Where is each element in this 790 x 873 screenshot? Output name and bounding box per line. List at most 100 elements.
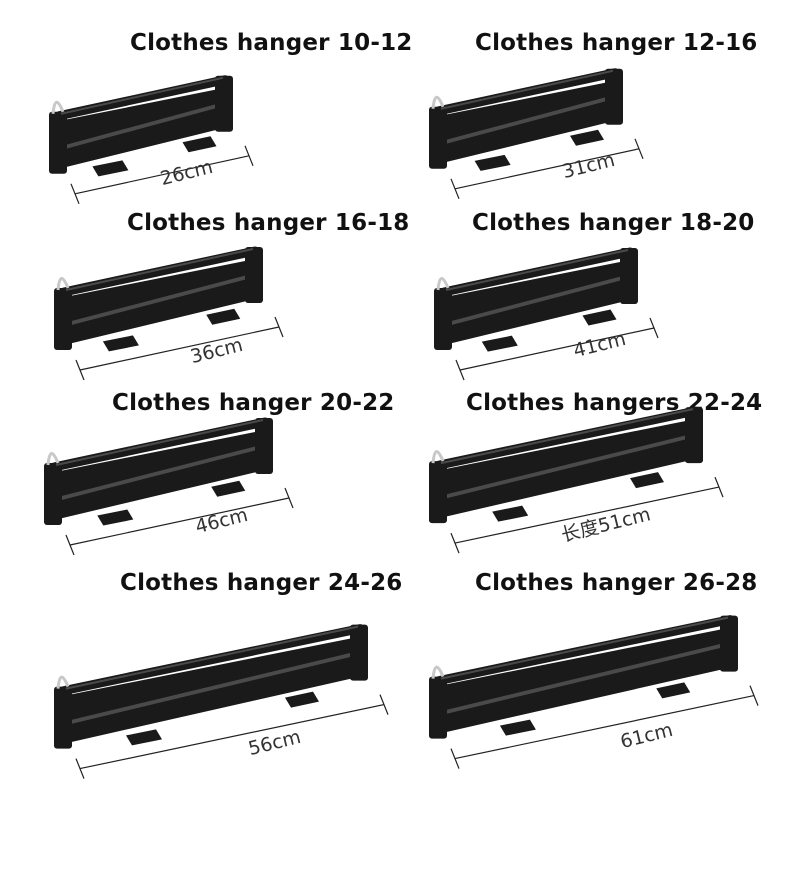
rack-image-6 xyxy=(429,406,724,554)
ring-icon xyxy=(51,100,65,114)
rack-highlight xyxy=(435,433,695,502)
ring-icon xyxy=(56,277,70,291)
rack-end-right xyxy=(620,248,638,304)
rack-highlight xyxy=(435,641,730,717)
rack-highlight xyxy=(440,274,630,328)
dimension-tick xyxy=(450,532,460,554)
dimension-tick xyxy=(70,183,80,205)
dimension-line xyxy=(79,704,385,770)
rack-rod xyxy=(434,615,735,686)
rack-end-right xyxy=(255,418,273,474)
product-title-7: Clothes hanger 24-26 xyxy=(120,570,403,596)
ring-icon xyxy=(431,665,445,679)
product-title-8: Clothes hanger 26-28 xyxy=(475,570,758,596)
rack-rod xyxy=(49,417,270,472)
dimension-tick xyxy=(75,758,85,779)
rack-end-right xyxy=(605,68,623,125)
dimension-line xyxy=(454,486,720,544)
product-title-6: Clothes hangers 22-24 xyxy=(466,390,763,416)
rack-rod xyxy=(434,406,700,470)
rack-rod xyxy=(59,624,365,696)
dimension-tick xyxy=(284,487,294,509)
rack-rod xyxy=(434,68,620,116)
rack-foot xyxy=(499,719,536,736)
rack-end-left xyxy=(54,288,72,350)
rack-rod-shine xyxy=(440,616,729,680)
rack-image-4 xyxy=(434,247,659,381)
ring-icon xyxy=(431,450,445,464)
dimension-line xyxy=(74,155,250,195)
product-title-4: Clothes hanger 18-20 xyxy=(472,210,755,236)
rack-image-1 xyxy=(49,75,254,205)
rack-highlight xyxy=(60,273,255,328)
product-title-5: Clothes hanger 20-22 xyxy=(112,390,395,416)
dimension-line xyxy=(79,326,280,371)
rack-end-left xyxy=(429,106,447,169)
rack-foot xyxy=(570,129,604,146)
rack-foot xyxy=(582,309,617,326)
dimension-tick xyxy=(749,685,759,706)
rack-foot xyxy=(285,691,319,708)
rack-rod-shine xyxy=(65,625,359,690)
rack-highlight xyxy=(50,444,265,503)
dimension-tick xyxy=(649,317,659,339)
rack-end-left xyxy=(434,288,452,350)
rack-rod-shine xyxy=(60,76,224,115)
dimension-tick xyxy=(450,748,460,769)
dimension-line xyxy=(69,497,290,546)
rack-rod xyxy=(54,75,230,121)
dimension-line xyxy=(454,148,640,190)
rack-rod xyxy=(59,246,260,297)
rack-foot xyxy=(97,509,134,526)
rack-foot xyxy=(182,136,217,153)
dimension-tick xyxy=(379,694,389,715)
rack-end-left xyxy=(49,111,67,174)
rack-foot xyxy=(102,335,139,352)
product-title-2: Clothes hanger 12-16 xyxy=(475,30,758,56)
rack-body xyxy=(55,87,225,170)
rack-end-right xyxy=(215,75,233,132)
dimension-line xyxy=(454,695,755,760)
dimension-line xyxy=(459,327,655,371)
dimension-tick xyxy=(244,145,254,167)
dimension-tick xyxy=(455,359,465,381)
rack-foot xyxy=(211,480,246,497)
dimension-tick xyxy=(274,316,284,338)
dimension-tick xyxy=(75,359,85,381)
rack-highlight xyxy=(55,101,225,152)
dimension-tick xyxy=(450,178,460,200)
rack-end-right xyxy=(245,247,263,303)
rack-foot xyxy=(474,154,511,171)
rack-end-right xyxy=(350,624,368,681)
rack-highlight xyxy=(435,94,615,147)
rack-foot xyxy=(92,160,129,177)
rack-highlight xyxy=(60,650,360,727)
dimension-tick xyxy=(634,138,644,160)
rack-end-left xyxy=(54,686,72,749)
product-title-3: Clothes hanger 16-18 xyxy=(127,210,410,236)
rack-foot xyxy=(630,472,664,489)
dimension-tick xyxy=(65,534,75,556)
product-title-1: Clothes hanger 10-12 xyxy=(130,30,413,56)
rack-end-left xyxy=(44,463,62,525)
ring-icon xyxy=(56,675,70,689)
rack-rod-shine xyxy=(55,419,264,466)
rack-foot xyxy=(126,729,162,746)
rack-rod-shine xyxy=(440,69,614,110)
rack-foot xyxy=(481,335,518,352)
rack-foot xyxy=(492,505,529,522)
rack-rod-shine xyxy=(65,248,254,291)
rack-foot xyxy=(656,682,691,699)
rack-foot xyxy=(206,308,241,325)
rack-end-right xyxy=(720,615,738,672)
rack-rod xyxy=(439,247,635,297)
ring-icon xyxy=(46,452,60,466)
rack-end-left xyxy=(429,461,447,524)
ring-icon xyxy=(436,277,450,291)
rack-end-left xyxy=(429,676,447,739)
rack-rod-shine xyxy=(445,249,629,291)
dimension-tick xyxy=(714,476,724,498)
rack-end-right xyxy=(685,407,703,464)
rack-image-8 xyxy=(429,615,759,769)
rack-rod-shine xyxy=(440,408,694,465)
